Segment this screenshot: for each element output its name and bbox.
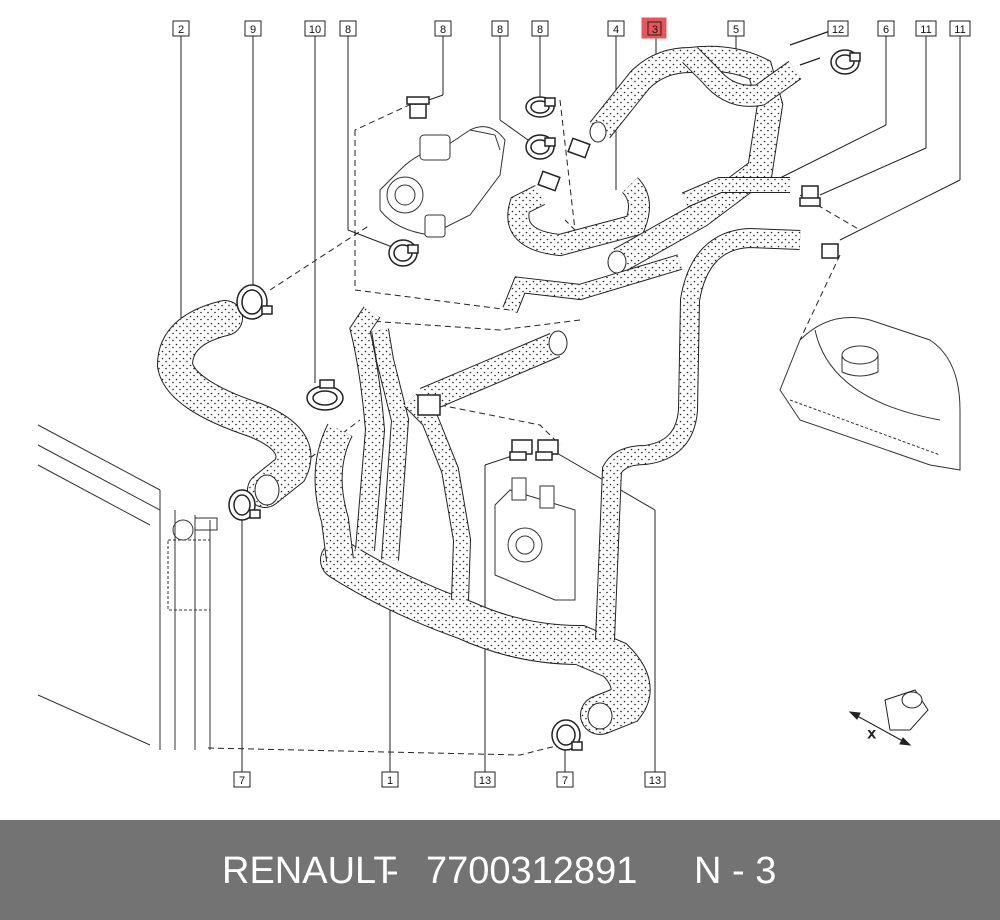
clamp-12 (830, 49, 861, 75)
hose-bypass (419, 330, 568, 412)
callout-8: 8 (531, 20, 549, 37)
callout-7: 7 (233, 771, 251, 788)
svg-text:8: 8 (440, 24, 446, 36)
hose-4 (507, 177, 650, 257)
clamp-8-mid-d (567, 137, 591, 159)
hose-diagram: X 2 9 10 8 8 8 8 4 3 5 12 6 11 11 7 1 13… (37, 17, 971, 788)
callout-13: 13 (644, 771, 666, 788)
svg-text:8: 8 (345, 24, 351, 36)
callout-1: 1 (381, 771, 399, 788)
axis-x-label: X (868, 729, 876, 741)
svg-text:1: 1 (387, 775, 393, 787)
hose-lower-link (502, 254, 683, 313)
callout-10: 10 (304, 20, 326, 37)
clamp-8-upper (406, 96, 430, 119)
hose-10-lines (349, 306, 472, 601)
svg-text:6: 6 (883, 24, 889, 36)
callout-13: 13 (474, 771, 496, 788)
clamps (228, 49, 861, 751)
svg-text:13: 13 (649, 775, 661, 787)
diagram-reference: N - 3 (694, 850, 777, 892)
part-number: 7700312891 (426, 850, 638, 892)
svg-text:13: 13 (479, 775, 491, 787)
clamp-inset-detail: X (848, 689, 929, 746)
svg-text:8: 8 (537, 24, 543, 36)
callout-8: 8 (339, 20, 357, 37)
callout-2: 2 (172, 20, 190, 37)
caption-separator: - (386, 850, 399, 892)
callout-11: 11 (949, 20, 971, 37)
svg-text:3: 3 (652, 24, 658, 36)
callout-3-highlighted: 3 (641, 17, 667, 39)
callout-6: 6 (877, 20, 895, 37)
clamp-7-right (551, 719, 583, 751)
callout-8: 8 (491, 20, 509, 37)
callout-9: 9 (244, 20, 262, 37)
clamp-7-left (228, 489, 261, 521)
callout-12: 12 (827, 20, 849, 37)
callout-11: 11 (915, 20, 937, 37)
clamp-9 (236, 284, 273, 320)
callout-8: 8 (434, 20, 452, 37)
hoses (156, 45, 802, 735)
clamp-10 (306, 379, 344, 411)
svg-text:12: 12 (832, 24, 844, 36)
svg-text:4: 4 (613, 24, 619, 36)
hose-1 (314, 423, 651, 735)
clamp-8-mid-c (537, 170, 561, 192)
oil-cooler (494, 477, 576, 601)
callout-5: 5 (727, 20, 745, 37)
clamp-8-mid-a (525, 96, 556, 118)
clamp-11-upper (799, 185, 821, 207)
part-caption-bar: RENAULT - 7700312891 N - 3 (0, 820, 1000, 920)
clamp-11-lower (821, 243, 839, 259)
svg-text:7: 7 (239, 775, 245, 787)
clamp-8-mid-b (525, 134, 556, 160)
radiator (37, 424, 218, 750)
clamp-8-lower (388, 239, 419, 267)
callout-4: 4 (607, 20, 625, 37)
svg-text:9: 9 (250, 24, 256, 36)
svg-text:5: 5 (733, 24, 739, 36)
svg-text:2: 2 (178, 24, 184, 36)
svg-text:10: 10 (309, 24, 321, 36)
svg-text:7: 7 (562, 775, 568, 787)
brand-name: RENAULT (222, 850, 397, 892)
svg-text:11: 11 (920, 24, 931, 36)
hose-2 (156, 300, 312, 508)
callout-7: 7 (556, 771, 574, 788)
callouts: 2 9 10 8 8 8 8 4 3 5 12 6 11 11 7 1 13 7… (172, 17, 971, 788)
expansion-tank (779, 317, 961, 471)
svg-text:8: 8 (497, 24, 503, 36)
clamp-13-b (535, 439, 559, 461)
hose-3-5 (589, 45, 802, 274)
hose-long-right (595, 227, 801, 641)
thermostat-housing (379, 126, 506, 238)
hose-connector (417, 394, 441, 416)
clamp-13-a (509, 439, 533, 461)
svg-text:11: 11 (954, 24, 965, 36)
